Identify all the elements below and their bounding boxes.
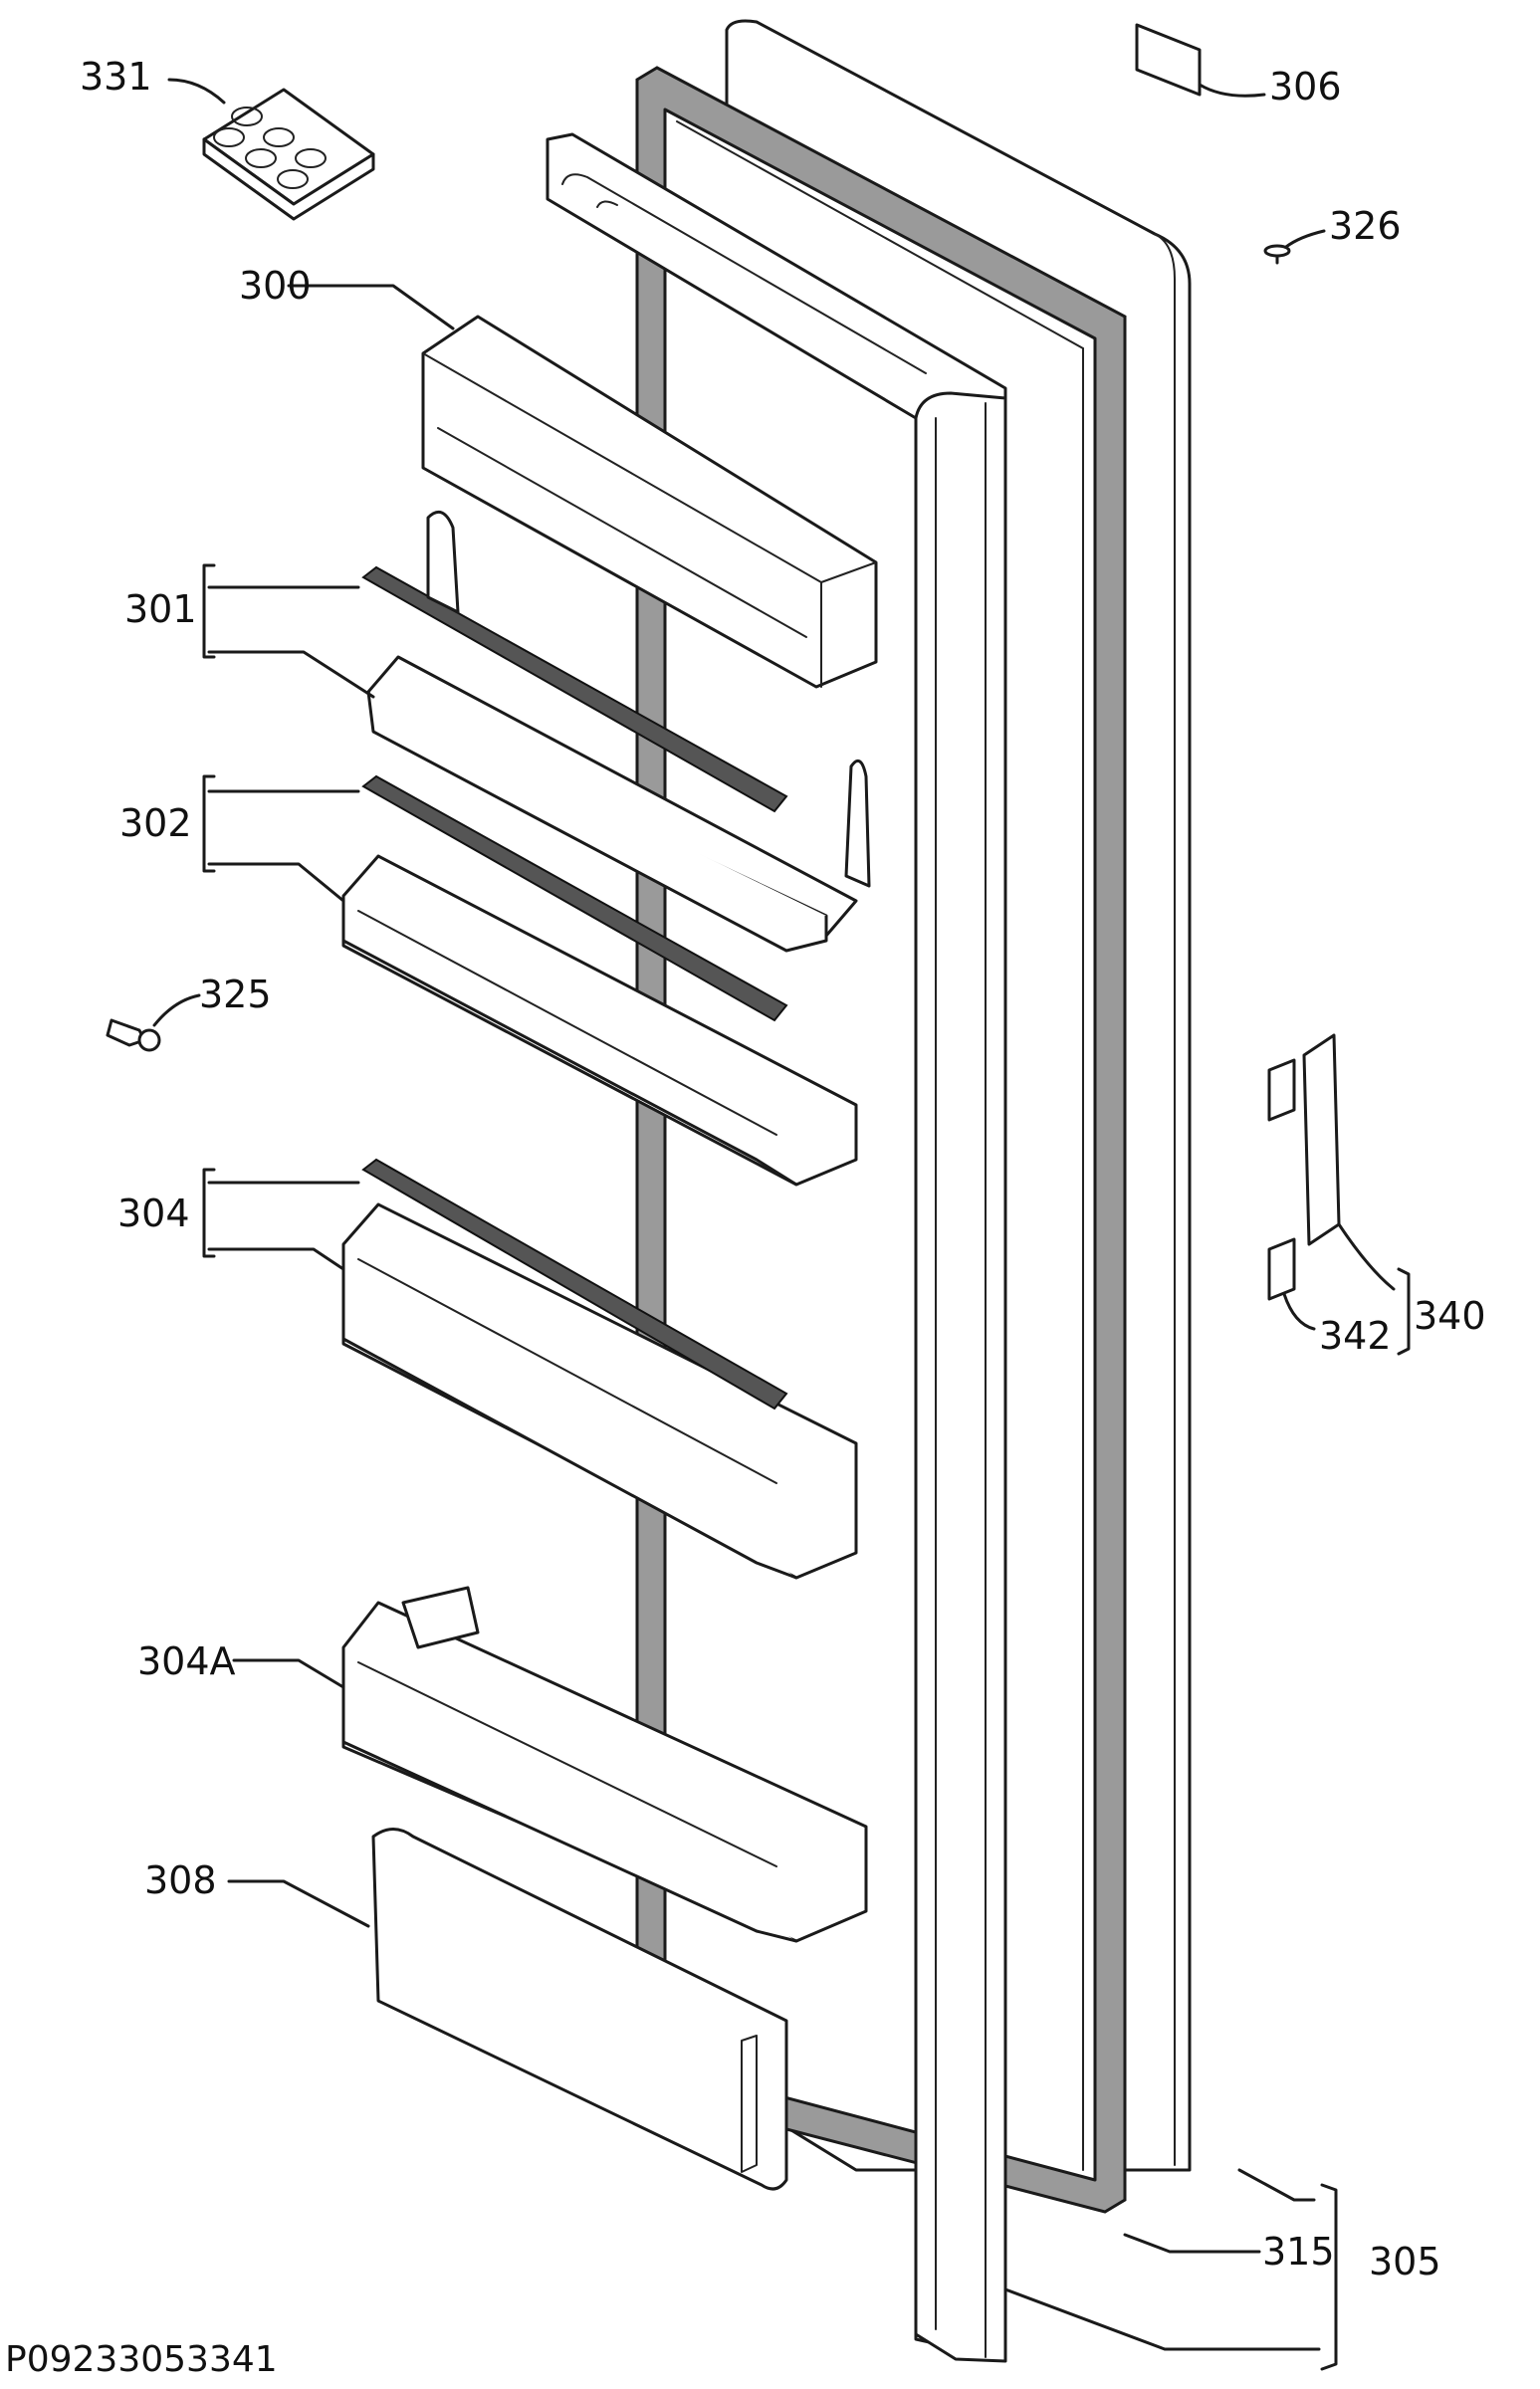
label-304: 304 xyxy=(117,1192,190,1235)
part-308-crisper-front xyxy=(227,1828,788,2191)
part-304A-shelf xyxy=(232,1586,868,1943)
label-340: 340 xyxy=(1414,1294,1486,1338)
label-342: 342 xyxy=(1319,1314,1392,1358)
label-301: 301 xyxy=(124,587,197,631)
label-326: 326 xyxy=(1329,204,1402,248)
callout-lines-bottom xyxy=(1003,2168,1338,2371)
label-325: 325 xyxy=(199,973,272,1016)
door-liner xyxy=(546,132,1007,2363)
part-340-hinge-bracket xyxy=(1267,1033,1411,1356)
label-308: 308 xyxy=(144,1858,217,1902)
part-301-shelf xyxy=(202,510,871,953)
part-300-dairy-compartment xyxy=(287,284,878,689)
diagram-code: P09233053341 xyxy=(5,2339,278,2380)
label-331: 331 xyxy=(80,55,152,99)
label-315: 315 xyxy=(1262,2230,1335,2274)
label-306: 306 xyxy=(1269,65,1342,109)
part-302-shelf xyxy=(202,774,858,1187)
label-304A: 304A xyxy=(137,1639,236,1683)
label-300: 300 xyxy=(239,264,312,308)
label-305: 305 xyxy=(1369,2240,1441,2283)
label-302: 302 xyxy=(119,801,192,845)
part-304-shelf xyxy=(202,1158,858,1580)
part-306-label xyxy=(1135,23,1266,98)
part-326-screw xyxy=(1263,229,1326,265)
part-331-egg-tray xyxy=(167,78,375,221)
part-325-pin xyxy=(106,993,201,1052)
